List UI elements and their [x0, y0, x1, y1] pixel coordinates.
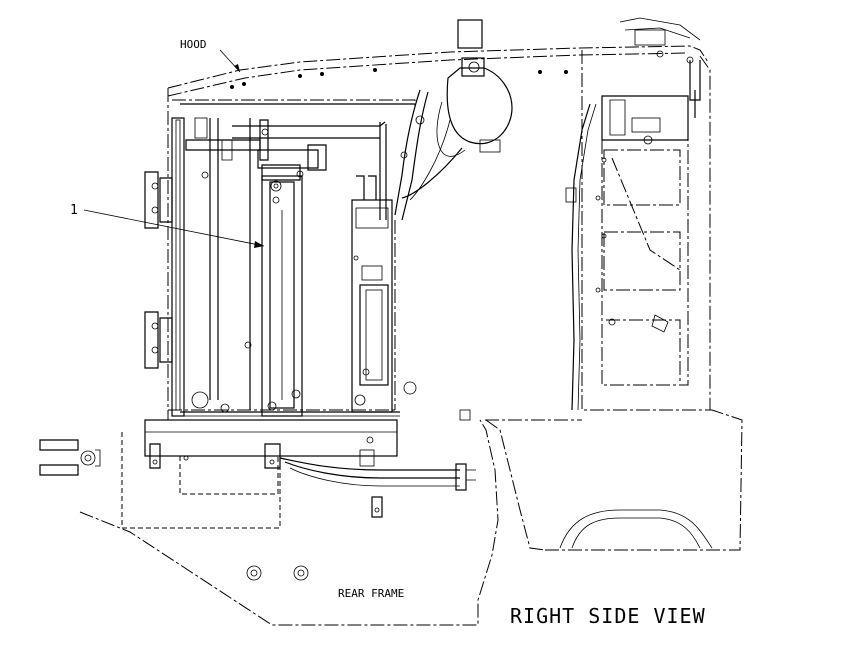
- callout-1-leader: [83, 209, 265, 247]
- hood-label: HOOD: [180, 38, 207, 51]
- oil-cooler-core: [232, 119, 387, 417]
- radiator-frame: [144, 99, 416, 417]
- lower-crossmember: [121, 419, 398, 529]
- callout-1-label: 1: [70, 203, 78, 218]
- air-cleaner: [394, 57, 513, 221]
- rear-frame-outline: [79, 409, 743, 626]
- hitch: [39, 439, 101, 476]
- wire-harness-right: [565, 103, 597, 411]
- view-title: RIGHT SIDE VIEW: [510, 604, 706, 628]
- filter-module: [351, 175, 417, 413]
- right-cab-structure: [581, 17, 712, 411]
- exhaust-stack: [457, 19, 483, 49]
- hood-outline: [167, 45, 709, 420]
- bottom-hoses: [279, 409, 476, 518]
- rear-frame-label: REAR FRAME: [338, 587, 404, 600]
